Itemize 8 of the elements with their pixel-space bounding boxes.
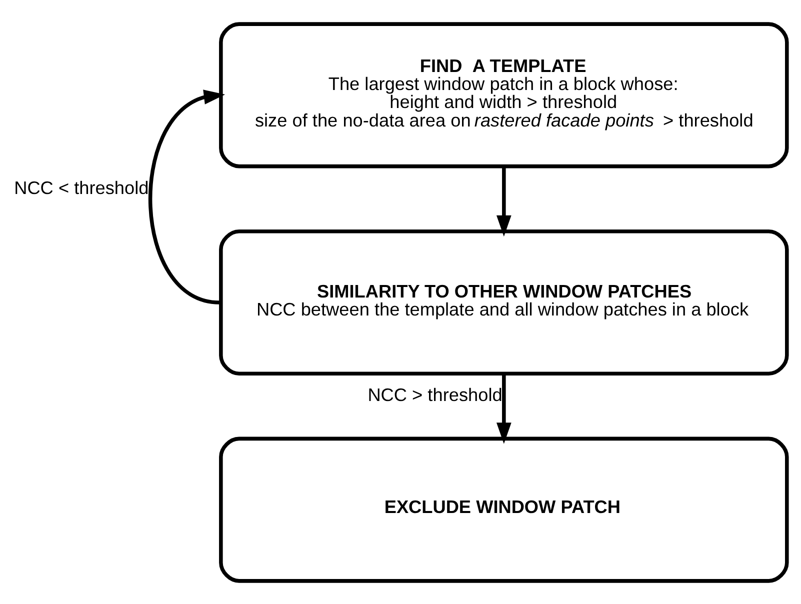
arrow: [496, 166, 512, 236]
edge-label: NCC > threshold: [368, 384, 502, 404]
edge-label: NCC < threshold: [14, 177, 149, 198]
arrow: [148, 89, 226, 304]
node-box: FIND A TEMPLATE The largest window patch in a block whose: height and width > threshold size of the no-data area on rastered facade points > threshold: [219, 22, 789, 168]
node-box: SIMILARITY TO OTHER WINDOW PATCHES NCC between the template and all window patches in a block: [219, 228, 789, 376]
arrow: [496, 373, 512, 444]
node-box: EXCLUDE WINDOW PATCH: [219, 436, 789, 582]
